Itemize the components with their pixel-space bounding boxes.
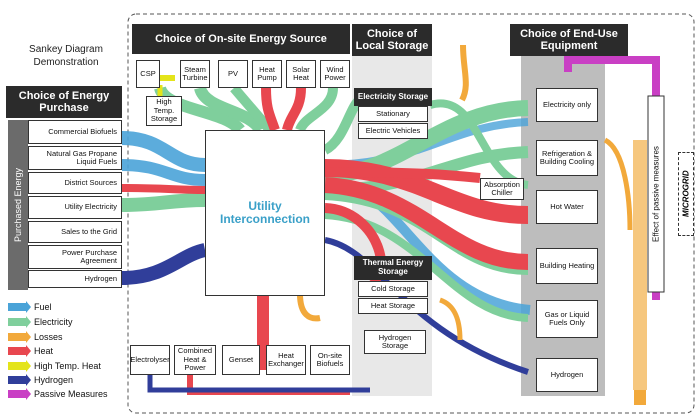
microgrid-text: MICROGRID bbox=[681, 170, 691, 218]
heat-flow bbox=[324, 167, 481, 183]
onsite-source: PV bbox=[218, 60, 248, 88]
purchase-item: District Sources bbox=[28, 172, 122, 194]
legend-item: Passive Measures bbox=[8, 388, 108, 400]
hydrogen-flow bbox=[121, 243, 207, 285]
onsite-source: CSP bbox=[136, 60, 160, 88]
thermal-storage-heat: Heat Storage bbox=[358, 298, 428, 314]
legend-item: Losses bbox=[8, 331, 63, 343]
legend-swatch bbox=[8, 316, 31, 328]
electricity-storage-stationary: Stationary bbox=[358, 106, 428, 122]
legend-swatch bbox=[8, 360, 31, 372]
heat-flow bbox=[121, 184, 206, 194]
onsite-source: Steam Turbine bbox=[180, 60, 210, 88]
losses-flow bbox=[603, 137, 633, 231]
losses-flow bbox=[439, 297, 463, 341]
losses-flow bbox=[459, 44, 469, 102]
onsite-bottom-source: Heat Exchanger bbox=[266, 345, 306, 375]
legend-item: Fuel bbox=[8, 301, 52, 313]
end-use-item: Building Heating bbox=[536, 248, 598, 284]
header-end-use: Choice of End-Use Equipment bbox=[510, 24, 628, 56]
legend-item: Heat bbox=[8, 345, 54, 357]
onsite-source: Wind Power bbox=[320, 60, 350, 88]
purchase-item: Utility Electricity bbox=[28, 196, 122, 219]
heat-flow bbox=[261, 87, 280, 132]
legend-item: Hydrogen bbox=[8, 374, 74, 386]
purchase-item: Natural Gas Propane Liquid Fuels bbox=[28, 146, 122, 170]
legend-item: Electricity bbox=[8, 316, 73, 328]
absorption-chiller-box: Absorption Chiller bbox=[480, 178, 524, 200]
onsite-bottom-source: Electrolyser bbox=[130, 345, 170, 375]
purchase-item: Commercial Biofuels bbox=[28, 120, 122, 144]
legend-swatch bbox=[8, 301, 31, 313]
header-local-storage: Choice of Local Storage bbox=[352, 24, 432, 56]
purchase-item: Sales to the Grid bbox=[28, 221, 122, 243]
end-use-output-bar bbox=[633, 140, 647, 390]
electricity-storage-title: Electricity Storage bbox=[354, 88, 432, 106]
electricity-flow bbox=[154, 85, 245, 135]
legend-swatch bbox=[8, 374, 31, 386]
end-use-item: Hydrogen bbox=[536, 358, 598, 392]
losses-flow bbox=[297, 293, 321, 322]
electricity-flow bbox=[295, 87, 338, 133]
end-use-item: Refrigeration & Building Cooling bbox=[536, 140, 598, 176]
legend-label: Hydrogen bbox=[34, 375, 74, 385]
electricity-storage-electric-vehicles: Electric Vehicles bbox=[358, 123, 428, 139]
legend-label: High Temp. Heat bbox=[34, 361, 101, 371]
onsite-source: Solar Heat bbox=[286, 60, 316, 88]
hydrogen-storage-box: Hydrogen Storage bbox=[364, 330, 426, 354]
utility-interconnection-box: Utility Interconnection bbox=[205, 130, 325, 296]
legend-swatch bbox=[8, 388, 31, 400]
passive-measures-label: Effect of passive measures bbox=[651, 146, 661, 242]
fuel-flow bbox=[121, 159, 206, 186]
diagram-title: Sankey Diagram Demonstration bbox=[29, 44, 103, 68]
legend-swatch bbox=[8, 331, 31, 343]
onsite-bottom-source: On-site Biofuels bbox=[310, 345, 350, 375]
passive-measures-bar bbox=[647, 95, 665, 293]
purchase-item: Hydrogen bbox=[28, 270, 122, 288]
header-onsite-source: Choice of On-site Energy Source bbox=[132, 24, 350, 54]
heat-flow bbox=[324, 177, 529, 270]
heat-flow bbox=[282, 87, 306, 132]
onsite-source: Heat Pump bbox=[252, 60, 282, 88]
thermal-storage-cold: Cold Storage bbox=[358, 281, 428, 297]
high-temp-storage-box: High Temp. Storage bbox=[146, 96, 182, 126]
utility-interconnection-label: Utility Interconnection bbox=[219, 198, 310, 226]
legend-label: Passive Measures bbox=[34, 389, 108, 399]
onsite-bottom-source: Genset bbox=[222, 345, 260, 375]
legend-swatch bbox=[8, 345, 31, 357]
purchased-energy-column bbox=[8, 120, 28, 290]
electricity-flow bbox=[194, 85, 266, 134]
legend-label: Losses bbox=[34, 332, 63, 342]
fuel-flow bbox=[121, 131, 206, 172]
legend-label: Electricity bbox=[34, 317, 73, 327]
electricity-flow bbox=[230, 84, 274, 134]
microgrid-boundary bbox=[127, 13, 695, 414]
microgrid-label: MICROGRID bbox=[678, 152, 694, 236]
header-energy-purchase: Choice of Energy Purchase bbox=[6, 86, 122, 118]
end-use-item: Gas or Liquid Fuels Only bbox=[536, 300, 598, 338]
purchase-item: Power Purchase Agreement bbox=[28, 245, 122, 269]
legend-item: High Temp. Heat bbox=[8, 360, 101, 372]
electricity-flow bbox=[121, 193, 206, 212]
legend-label: Heat bbox=[34, 346, 54, 356]
thermal-storage-title: Thermal Energy Storage bbox=[354, 256, 432, 280]
onsite-bottom-source: Combined Heat & Power bbox=[174, 345, 216, 375]
purchased-energy-label: Purchased Energy bbox=[13, 167, 23, 243]
legend-label: Fuel bbox=[34, 302, 52, 312]
end-use-item: Electricity only bbox=[536, 88, 598, 122]
end-use-item: Hot Water bbox=[536, 190, 598, 224]
